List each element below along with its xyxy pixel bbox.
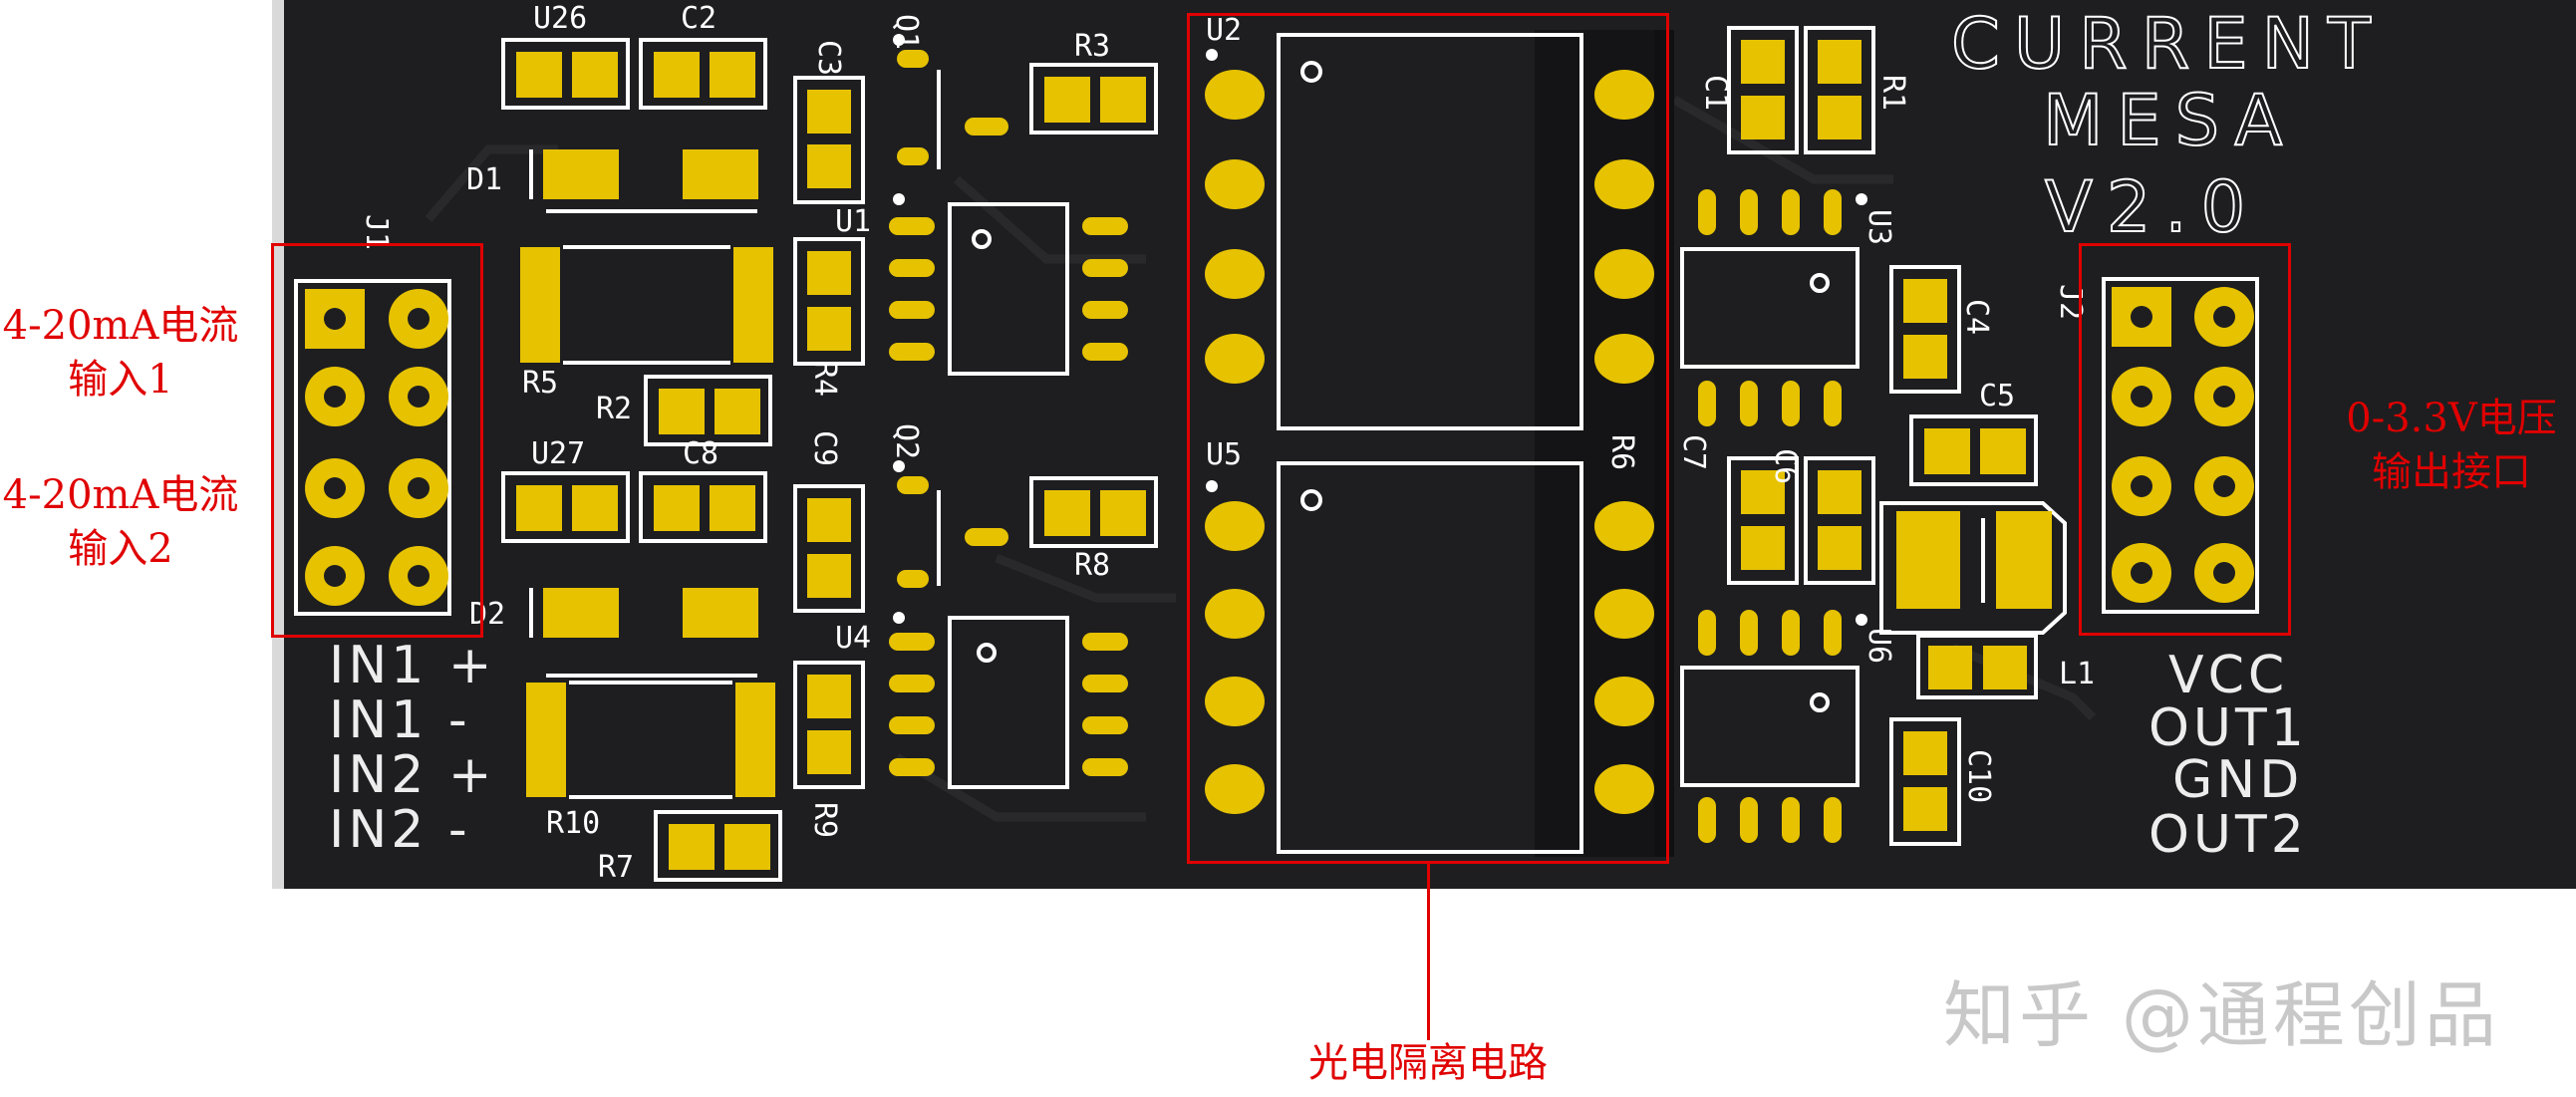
u1-footprint [889, 193, 1128, 376]
label-j2: J2 [2053, 284, 2088, 320]
board-title-line1: CURRENT [1951, 3, 2385, 85]
label-u26: U26 [533, 1, 587, 36]
label-c1: C1 [1698, 75, 1733, 111]
c7-footprint [1727, 456, 1799, 585]
label-c6: C6 [1768, 448, 1803, 484]
label-d1: D1 [466, 162, 502, 197]
c3-footprint [793, 76, 865, 204]
label-u3: U3 [1861, 209, 1896, 245]
u3-footprint [1680, 189, 1867, 426]
isolation-annotation: 光电隔离电路 [1308, 1040, 1548, 1086]
r4-footprint [793, 237, 865, 366]
output-annotation-line2: 输出接口 [2372, 449, 2531, 495]
isolation-circuit-highlight [1187, 13, 1669, 864]
label-c5: C5 [1979, 379, 2015, 413]
in2-minus-label: IN2 - [329, 800, 471, 860]
label-r4: R4 [807, 361, 842, 397]
input1-annotation-line2: 输入1 [68, 357, 173, 403]
r2-footprint [644, 375, 772, 446]
label-r9: R9 [807, 802, 842, 838]
label-r5: R5 [522, 366, 558, 401]
label-c4: C4 [1959, 299, 1994, 335]
label-u2: U2 [1206, 13, 1242, 48]
in2-plus-label: IN2 + [329, 745, 495, 805]
input1-annotation-line1: 4-20mA电流 [2, 303, 239, 349]
d2-footprint [529, 588, 758, 678]
out2-label: OUT2 [2148, 805, 2308, 865]
isolation-leader-line [1427, 863, 1430, 1040]
j1-connector [294, 279, 451, 616]
label-u27: U27 [531, 436, 585, 471]
c9-footprint [793, 484, 865, 613]
label-r1: R1 [1875, 75, 1910, 111]
label-r8: R8 [1074, 548, 1110, 583]
input2-annotation-line1: 4-20mA电流 [2, 472, 239, 518]
c8-footprint [639, 471, 767, 543]
label-q1: Q1 [889, 14, 924, 50]
r8-footprint [1029, 476, 1158, 548]
l1-footprint [1879, 501, 2067, 699]
label-q2: Q2 [889, 423, 924, 459]
d1-footprint [529, 149, 758, 213]
label-c10: C10 [1961, 749, 1996, 803]
watermark: 知乎 @通程创品 [1943, 973, 2500, 1057]
r5-footprint [520, 245, 773, 365]
label-c3: C3 [811, 40, 846, 76]
label-r2: R2 [596, 392, 632, 426]
label-c7: C7 [1676, 434, 1711, 470]
label-u4: U4 [835, 621, 871, 656]
r3-footprint [1029, 63, 1158, 135]
board-title-line2: MESA [2043, 80, 2296, 161]
vcc-label: VCC [2168, 646, 2288, 705]
gnd-label: GND [2172, 750, 2303, 810]
label-l1: L1 [2059, 657, 2095, 691]
output-annotation-line1: 0-3.3V电压 [2346, 396, 2557, 441]
label-c2: C2 [681, 1, 716, 36]
label-r10: R10 [546, 806, 600, 841]
r7-footprint [654, 810, 782, 882]
j2-connector [2102, 277, 2259, 614]
label-r6: R6 [1604, 434, 1639, 470]
in1-minus-label: IN1 - [329, 690, 471, 750]
q2-footprint [893, 460, 1008, 588]
input2-annotation: 4-20mA电流 输入2 [0, 468, 241, 576]
output-connector-highlight [2079, 243, 2291, 636]
u6-footprint [1680, 610, 1867, 843]
u4-footprint [889, 612, 1128, 789]
u5-optocoupler [1205, 461, 1654, 854]
r10-footprint [526, 681, 775, 799]
label-r3: R3 [1074, 29, 1110, 64]
q1-footprint [893, 34, 1008, 169]
input-connector-highlight [271, 243, 483, 638]
c2-footprint [639, 38, 767, 110]
out1-label: OUT1 [2148, 698, 2308, 758]
c1-footprint [1727, 26, 1799, 154]
c10-footprint [1889, 717, 1961, 846]
label-r7: R7 [598, 850, 634, 885]
u2-optocoupler [1205, 33, 1654, 430]
output-annotation: 0-3.3V电压 输出接口 [2327, 392, 2576, 499]
in1-plus-label: IN1 + [329, 636, 495, 695]
c5-footprint [1909, 414, 2038, 486]
u27-footprint [501, 471, 630, 543]
label-u1: U1 [835, 204, 871, 239]
label-u5: U5 [1206, 437, 1242, 472]
c6-footprint [1804, 456, 1875, 585]
r1-footprint [1804, 26, 1875, 154]
label-d2: D2 [469, 597, 505, 632]
board-version: V2.0 [2045, 166, 2259, 248]
label-c8: C8 [683, 436, 718, 471]
u26-footprint [501, 38, 630, 110]
input1-annotation: 4-20mA电流 输入1 [0, 299, 241, 407]
r9-footprint [793, 661, 865, 789]
c4-footprint [1889, 265, 1961, 394]
input2-annotation-line2: 输入2 [68, 526, 173, 572]
label-u6: U6 [1861, 628, 1896, 664]
label-c9: C9 [807, 430, 842, 466]
